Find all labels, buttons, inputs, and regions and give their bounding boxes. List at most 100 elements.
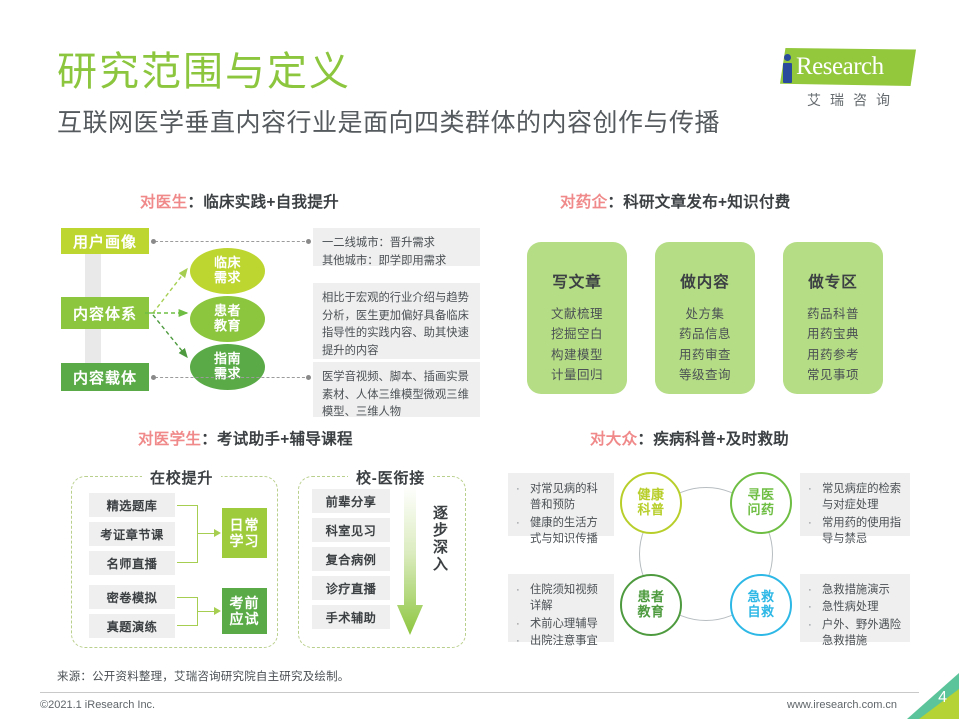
pharma-card-item: 等级查询 <box>678 367 731 382</box>
bullet-dot-icon: · <box>808 584 812 596</box>
pharma-card-make-content: 做内容 处方集 药品信息 用药审查 等级查询 <box>655 242 755 394</box>
ellipse-line-2: 需求 <box>213 366 241 381</box>
source-note: 来源：公开资料整理，艾瑞咨询研究院自主研究及绘制。 <box>57 671 350 683</box>
doctors-box-content-carrier: 内容载体 <box>61 363 149 391</box>
doctors-dot-right-top <box>306 239 311 244</box>
doctors-box-user-profile: 用户画像 <box>61 228 149 254</box>
bullet-text: 急救措施演示 <box>822 584 890 596</box>
doctors-box-label: 内容体系 <box>72 305 137 323</box>
doctors-heading: 对医生：临床实践+自我提升 <box>140 190 339 212</box>
public-panel-first-aid: · 急救措施演示 · 急性病处理 · 户外、野外遇险急救措施 <box>800 574 910 647</box>
doctors-dash-connector-bottom <box>155 377 310 378</box>
public-heading-highlight: 对大众 <box>590 431 638 448</box>
logo-wordmark: Research <box>796 53 884 80</box>
bullet-dot-icon: · <box>516 635 520 648</box>
bullet-text: 健康的生活方式与知识传播 <box>530 516 598 546</box>
doctors-ellipse-patient-education: 患者 教育 <box>190 296 265 342</box>
outcome-line-2: 应试 <box>229 611 260 627</box>
doctors-panel-content-carrier: 医学音视频、脚本、插画实景素材、人体三维模型微观三维模型、三维人物 <box>313 362 480 418</box>
pharma-card-title: 写文章 <box>552 274 602 291</box>
bullet-dot-icon: · <box>516 584 520 596</box>
logo-i-dot-icon <box>784 54 791 61</box>
chip-label: 前辈分享 <box>325 495 377 509</box>
chip-label: 复合病例 <box>325 553 377 567</box>
public-circle-seek-medicine: 寻医 问药 <box>730 472 792 534</box>
circle-line-2: 教育 <box>637 604 665 619</box>
bullet-item: · 健康的生活方式与知识传播 <box>516 515 608 548</box>
bullet-dot-icon: · <box>808 601 812 614</box>
bullet-item: · 术前心理辅导 <box>516 616 608 632</box>
logo-parallelogram-icon <box>780 48 916 86</box>
doctors-ellipse-clinical-need: 临床 需求 <box>190 248 265 294</box>
public-circle-patient-education: 患者 教育 <box>620 574 682 636</box>
iresearch-logo: Research 艾瑞咨询 <box>766 48 916 110</box>
bullet-text: 术前心理辅导 <box>530 617 598 630</box>
students-brace-bottom <box>177 597 198 626</box>
doctors-dot-left-bottom <box>151 375 156 380</box>
bullet-item: · 常用药的使用指导与禁忌 <box>808 515 904 548</box>
bullet-item: · 对常见病的科普和预防 <box>516 481 608 514</box>
circle-line-2: 自救 <box>747 604 775 619</box>
students-chip-complex-case: 复合病例 <box>312 547 390 571</box>
public-circle-health-science: 健康 科普 <box>620 472 682 534</box>
public-circle-first-aid: 急救 自救 <box>730 574 792 636</box>
public-connector-ring <box>639 487 773 621</box>
pharma-card-item: 计量回归 <box>550 367 603 382</box>
chip-label: 密卷模拟 <box>106 591 158 605</box>
chip-label: 诊疗直播 <box>325 582 377 596</box>
students-arrow-head-bottom <box>214 607 221 615</box>
bullet-text: 常用药的使用指导与禁忌 <box>822 516 902 546</box>
pharma-card-item: 处方集 <box>685 307 725 321</box>
pharma-card-title: 做专区 <box>808 274 858 291</box>
doctors-dot-right-bottom <box>306 375 311 380</box>
students-outcome-exam-prep: 考前 应试 <box>222 588 267 634</box>
pharma-card-item: 用药宝典 <box>806 327 859 342</box>
circle-line-1: 患者 <box>637 589 665 605</box>
pharma-card-item: 用药审查 <box>678 347 731 362</box>
students-chip-senior-share: 前辈分享 <box>312 489 390 513</box>
pharma-card-item: 药品科普 <box>806 307 859 321</box>
outcome-line-2: 学习 <box>229 533 260 549</box>
bullet-dot-icon: · <box>516 483 520 495</box>
corner-triangles-icon <box>907 655 959 719</box>
doctors-panel-content-system: 相比于宏观的行业介绍与趋势分析，医生更加偏好具备临床指导性的实践内容、助其快速提… <box>313 283 480 359</box>
footer-divider <box>40 692 919 693</box>
chip-label: 名师直播 <box>106 557 158 571</box>
doctors-fan-arrows-icon <box>145 267 189 359</box>
ellipse-line-2: 需求 <box>213 270 241 285</box>
students-chip-clinic-live: 诊疗直播 <box>312 576 390 600</box>
students-arrow-line-top <box>198 533 216 534</box>
bullet-dot-icon: · <box>808 516 812 529</box>
website-url: www.iresearch.com.cn <box>787 699 898 711</box>
bullet-item: · 常见病症的检索与对症处理 <box>808 481 904 514</box>
circle-line-1: 寻医 <box>747 487 775 503</box>
doctors-panel-text: 相比于宏观的行业介绍与趋势分析，医生更加偏好具备临床指导性的实践内容、助其快速提… <box>322 292 469 357</box>
public-panel-seek-medicine: · 常见病症的检索与对症处理 · 常用药的使用指导与禁忌 <box>800 473 910 545</box>
doctors-dash-connector-top <box>155 241 310 242</box>
pharma-card-make-zone: 做专区 药品科普 用药宝典 用药参考 常见事项 <box>783 242 883 394</box>
doctors-heading-rest: ：临床实践+自我提升 <box>187 194 339 211</box>
doctors-box-content-system: 内容体系 <box>61 297 149 329</box>
students-heading: 对医学生：考试助手+辅导课程 <box>138 427 353 449</box>
outcome-line-1: 日常 <box>229 516 260 533</box>
pharma-card-item: 药品信息 <box>678 327 731 342</box>
bullet-item: · 急救措施演示 <box>808 582 904 598</box>
circle-line-2: 问药 <box>747 502 775 517</box>
chip-label: 手术辅助 <box>325 611 377 625</box>
bullet-text: 急性病处理 <box>822 601 879 614</box>
doctors-heading-highlight: 对医生 <box>140 194 188 211</box>
students-outcome-daily-study: 日常 学习 <box>222 508 267 558</box>
public-heading-rest: ：疾病科普+及时救助 <box>637 431 789 448</box>
students-arrow-line-bottom <box>198 611 216 612</box>
pharma-heading-rest: ：科研文章发布+知识付费 <box>607 194 791 211</box>
corner-decoration <box>889 655 959 719</box>
logo-i-stem-icon <box>783 63 792 83</box>
bullet-dot-icon: · <box>516 516 520 529</box>
chip-label: 真题演练 <box>106 620 158 634</box>
ellipse-line-1: 患者 <box>213 303 241 319</box>
page-number: 4 <box>938 689 947 706</box>
doctors-panel-text: 一二线城市：晋升需求 其他城市：即学即用需求 <box>322 237 447 267</box>
doctors-panel-user-profile: 一二线城市：晋升需求 其他城市：即学即用需求 <box>313 228 480 267</box>
outcome-line-1: 考前 <box>229 594 260 611</box>
